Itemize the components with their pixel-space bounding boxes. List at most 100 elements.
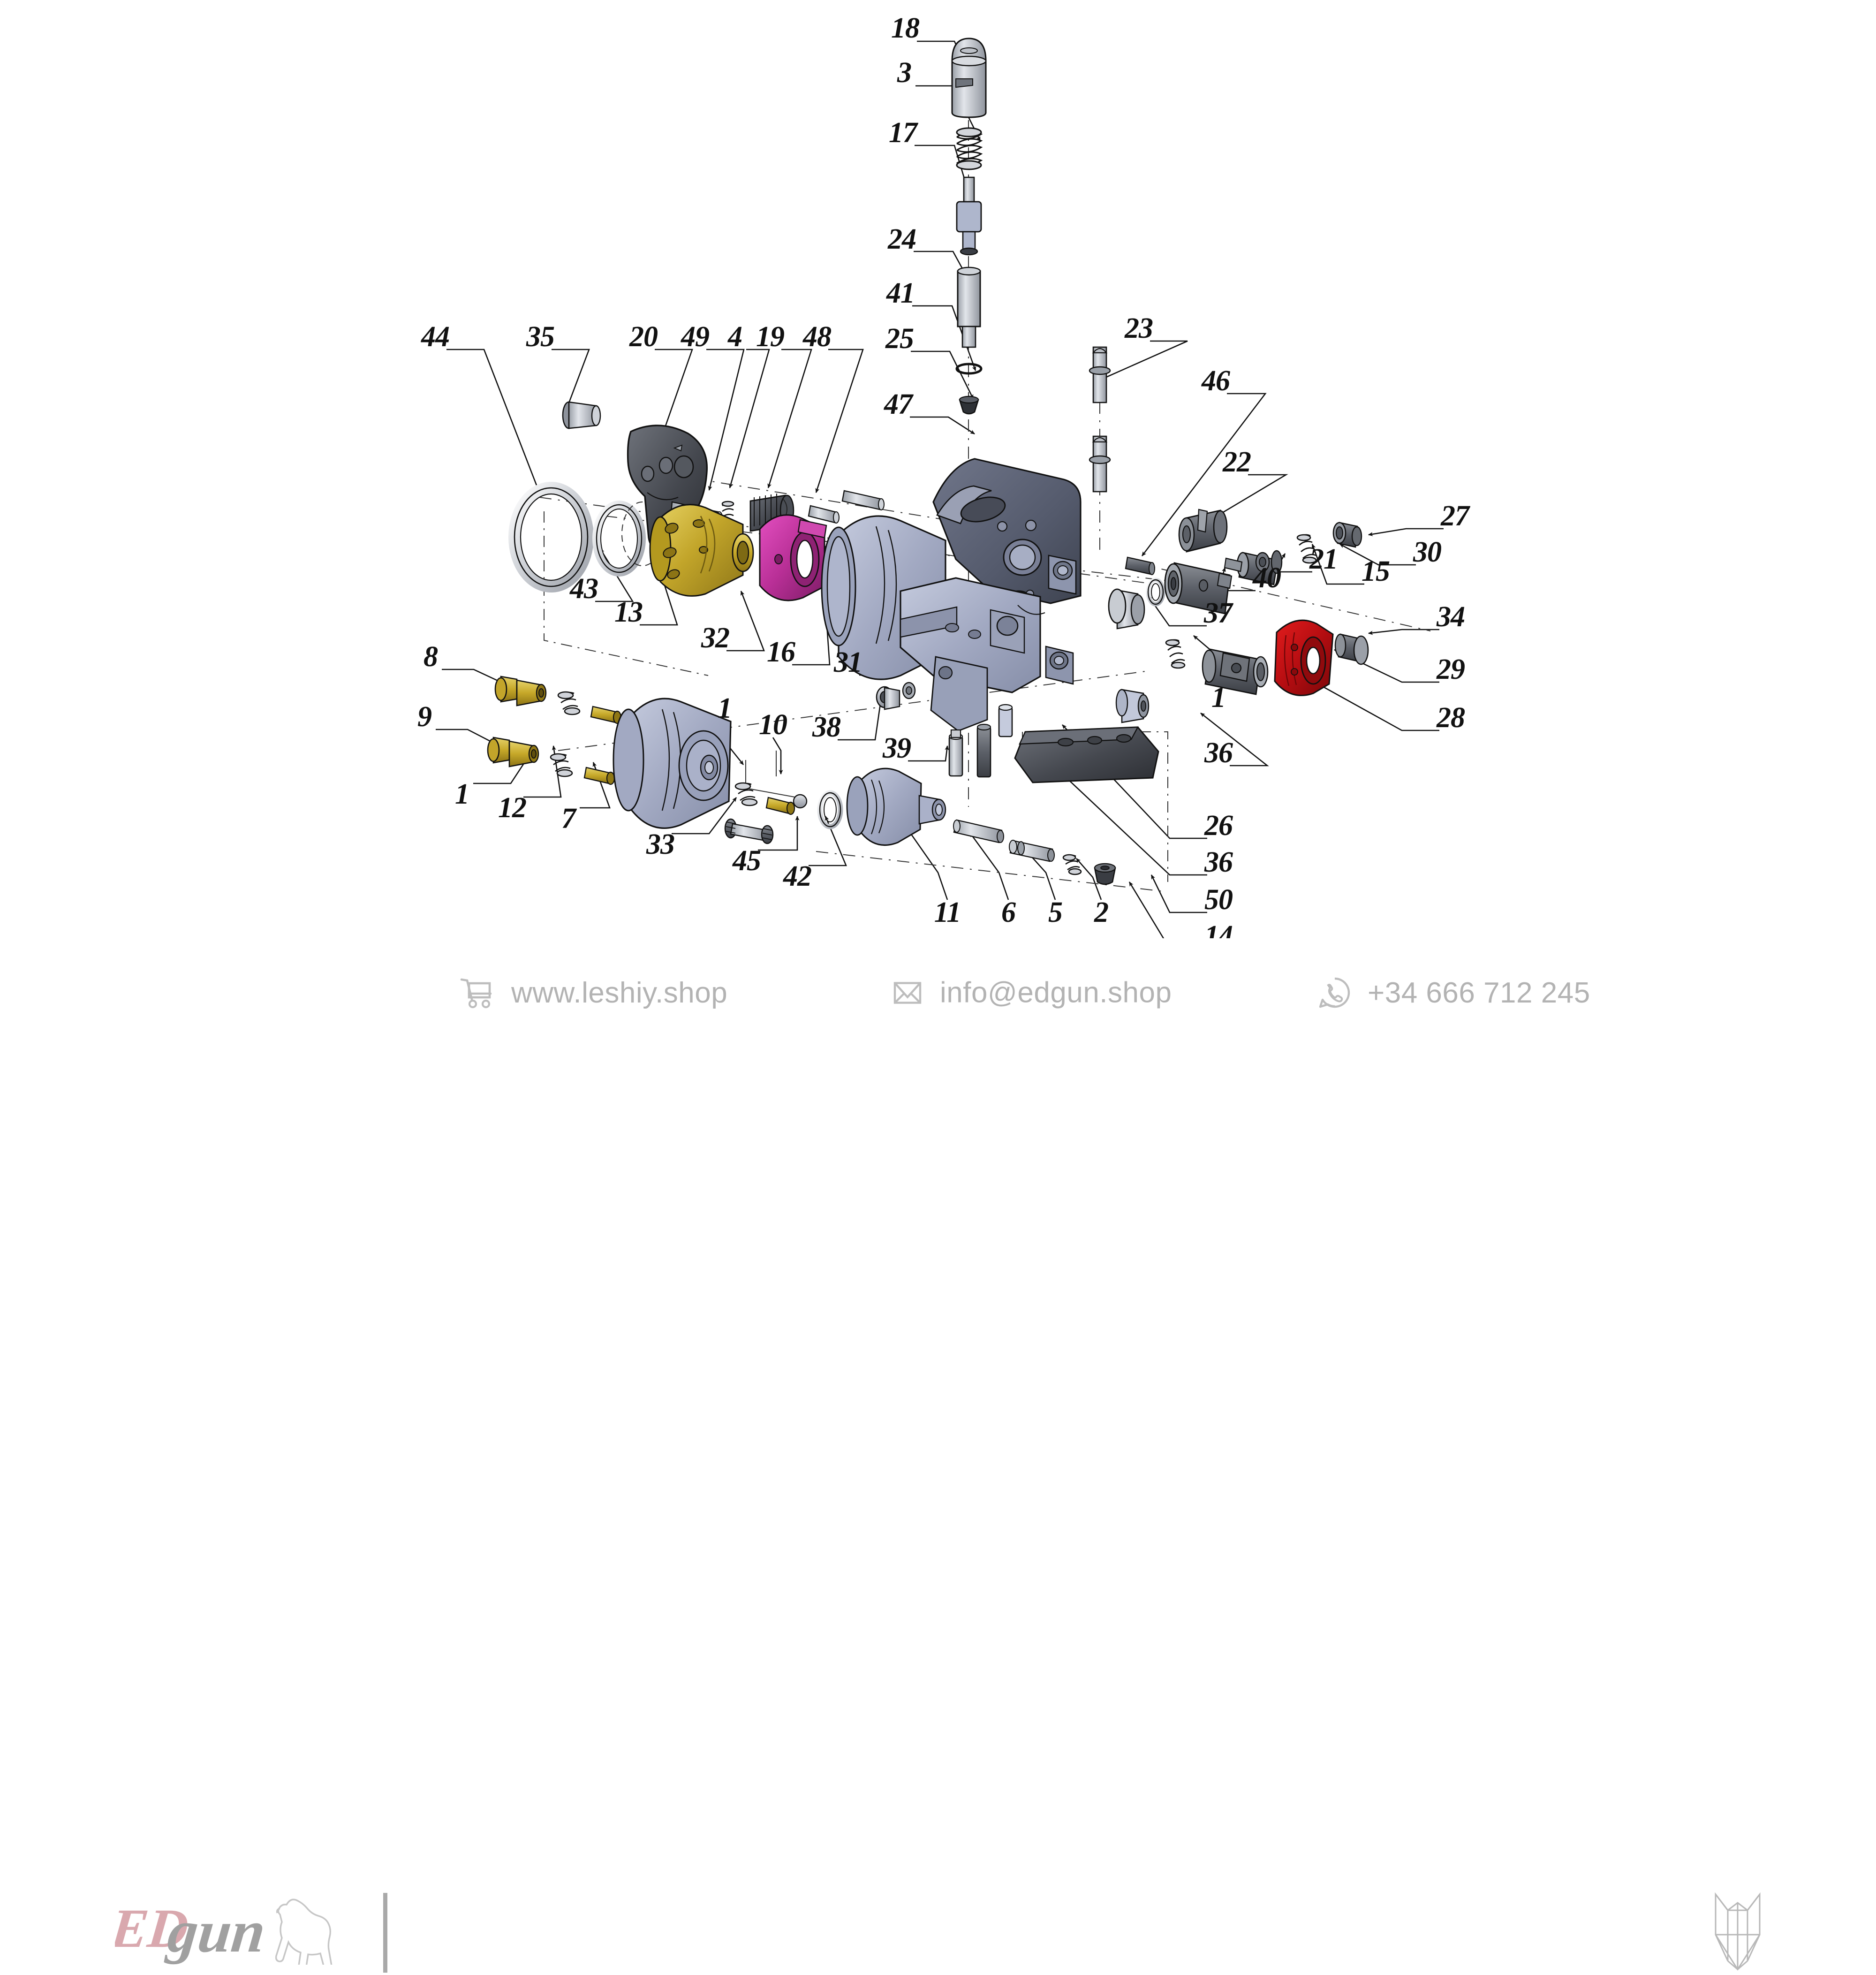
callout-label-43-32: 43 [570,573,598,605]
part-18-cap [951,38,987,118]
part-41-oring [955,363,983,375]
callout-label-30-11: 30 [1413,536,1442,568]
leader-line-36-22 [1037,750,1207,876]
part-25-seal [959,395,979,415]
callout-label-44-25: 44 [421,321,450,353]
part-44-oring-large [508,482,594,592]
part-43-ring [592,501,664,577]
callout-label-37-15: 37 [1204,597,1233,629]
part-17-valve-stem [956,176,982,256]
leader-line-39-48 [908,745,949,762]
leader-line-22-9 [1212,474,1288,519]
leader-line-42-44 [809,816,847,866]
part-11-knob [846,767,946,846]
callout-label-26-21: 26 [1204,810,1233,842]
part-32-collar [759,514,827,601]
callout-label-39-48: 39 [883,732,911,764]
leader-line-38-47 [838,694,884,741]
leader-line-23-7 [1099,340,1188,381]
edgun-logo-gun: gun [163,1898,268,1965]
leader-line-25-5 [911,350,974,399]
leader-line-20-27 [655,349,693,455]
shopping-cart-icon [460,978,492,1009]
callout-label-12-40: 12 [498,792,527,824]
leader-line-8-37 [442,668,502,684]
callout-label-1-39: 1 [455,778,469,810]
callout-label-47-6: 47 [884,388,913,420]
part-screw-8 [590,706,622,724]
part-34-screw [1334,633,1369,665]
footer-item-email[interactable]: info@edgun.shop [891,976,1172,1010]
leader-line-46-8 [1141,393,1267,556]
callout-label-32-34: 32 [701,622,730,654]
part-45-ball [793,794,808,809]
callout-label-24-3: 24 [888,223,916,255]
part-37-disc [1108,588,1145,630]
callout-label-19-30: 19 [756,321,785,353]
part-36-bushing [1115,689,1150,723]
callout-label-41-4: 41 [886,277,915,309]
part-40-cylinder [1164,562,1233,615]
leader-line-11-49 [904,825,948,900]
callout-label-49-28: 49 [681,321,710,353]
callout-label-11-49: 11 [934,896,961,928]
part-5-rod [1009,840,1055,862]
callout-label-33-42: 33 [646,828,675,860]
part-40-washer [1146,577,1165,607]
footer-website-text: www.leshiy.shop [511,976,728,1009]
callout-label-13-33: 13 [614,596,643,628]
callout-label-28-18: 28 [1437,702,1465,734]
part-6-rod [953,819,1004,843]
part-13-regulator [649,504,754,597]
footer-item-phone[interactable]: +34 666 712 245 [1318,976,1590,1010]
part-8-fitting [494,676,547,706]
part-screw-9 [583,767,615,785]
part-38-screw [876,682,916,710]
callout-label-27-10: 27 [1441,500,1469,532]
whatsapp-icon [1319,977,1350,1008]
callout-label-9-38: 9 [417,701,432,733]
callout-label-36-20: 36 [1204,737,1233,769]
callout-label-29-17: 29 [1437,653,1465,685]
envelope-icon [893,981,922,1004]
leader-line-2-52 [1076,858,1102,900]
leader-line-4-29 [729,349,770,488]
part-3-spring [956,127,983,170]
leader-line-41-4 [912,305,976,371]
assembly-artwork [436,38,1444,938]
callout-label-40-14: 40 [1253,562,1281,594]
footer-phone-text: +34 666 712 245 [1368,976,1590,1009]
part-42-ring [817,790,843,829]
callout-label-45-43: 45 [733,845,761,877]
footer-divider [383,1893,387,1973]
callout-label-8-37: 8 [424,641,438,673]
callout-label-34-16: 34 [1437,601,1465,633]
callout-label-36-22: 36 [1204,846,1233,878]
leader-line-30-11 [1339,543,1416,566]
callout-label-48-31: 48 [803,321,832,353]
leader-line-10-46 [772,737,783,775]
part-46-pin [1125,556,1155,575]
leader-line-34-16 [1368,629,1439,635]
part-12-spring-8 [557,691,581,715]
part-33-axle [724,818,774,844]
leader-line-32-34 [726,591,765,652]
callout-label-3-1: 3 [897,57,912,89]
part-22-barrel-block [1178,509,1228,553]
part-35-bushing [562,401,601,429]
callout-label-2-52: 2 [1094,896,1109,928]
callout-label-16-35: 16 [767,636,795,668]
part-29-cocking-piece [1274,619,1334,696]
leader-line-17-2 [915,144,968,188]
leader-line-45-43 [758,816,800,851]
leader-line-44-25 [446,349,541,495]
edgun-logo: ED gun [115,1894,363,1965]
callout-label-4-29: 4 [728,321,742,353]
footer-item-website[interactable]: www.leshiy.shop [460,975,727,1010]
part-7-piston [613,698,732,829]
callout-label-23-7: 23 [1125,312,1153,344]
leader-line-9-38 [436,729,495,744]
callout-label-35-26: 35 [526,321,555,353]
callout-label-6-50: 6 [1001,896,1016,928]
